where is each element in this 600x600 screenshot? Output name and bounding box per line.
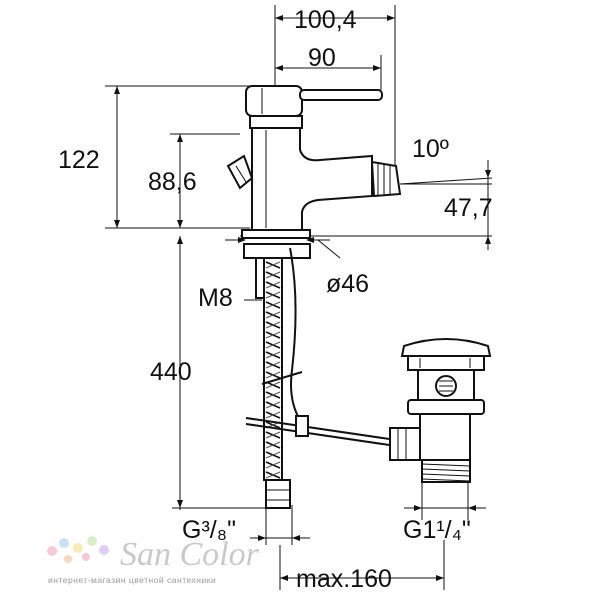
- flexible-hose: [263, 257, 291, 509]
- waste-side-port: [389, 427, 421, 461]
- watermark-dot: [64, 555, 72, 563]
- watermark-dot: [87, 536, 97, 546]
- base-flange: [241, 229, 311, 239]
- arrow-head: [177, 236, 183, 244]
- rod-clip: [261, 371, 303, 385]
- lever-arm: [299, 89, 383, 101]
- dim-spout-angle: 10º: [412, 135, 449, 163]
- arrow-head: [258, 535, 266, 541]
- watermark-tagline: интернет-магазин цветной сантехники: [48, 575, 216, 585]
- dim-waste-distance: max.160: [296, 565, 392, 593]
- linkage-rod-lower: [245, 423, 397, 447]
- waste-cap: [400, 338, 492, 357]
- waste-tail: [419, 413, 471, 461]
- watermark-dot: [59, 538, 69, 548]
- dim-spout-offset: 47,7: [444, 194, 493, 222]
- leader-line-diameter: [317, 239, 341, 259]
- dim-waste-connection: G1¹/₄": [403, 516, 471, 544]
- watermark-brand: San Color: [120, 536, 260, 573]
- arrow-head: [436, 575, 444, 581]
- arrow-head: [468, 505, 476, 511]
- arrow-head: [275, 65, 283, 71]
- fixing-plate: [243, 243, 311, 259]
- arrow-head: [485, 236, 491, 244]
- arrow-head: [306, 237, 314, 243]
- arrow-head: [414, 505, 422, 511]
- mixer-body: [226, 85, 402, 299]
- pop-up-waste: [389, 338, 492, 483]
- sancolor-watermark: San Color интернет-магазин цветной санте…: [47, 536, 260, 585]
- linkage-rod: [245, 417, 397, 441]
- lever-head: [245, 85, 303, 117]
- waste-flange: [407, 355, 485, 371]
- pop-up-knob: [226, 154, 254, 190]
- arrow-head: [238, 237, 246, 243]
- pop-up-rod: [289, 247, 301, 421]
- watermark-dot: [47, 546, 57, 556]
- lever-collar: [249, 115, 303, 129]
- watermark-dot: [82, 553, 90, 561]
- arrow-head: [114, 220, 120, 228]
- arrow-head: [177, 500, 183, 508]
- arrow-head: [485, 170, 491, 178]
- watermark-dot: [73, 543, 83, 553]
- arrow-head: [373, 65, 381, 71]
- angle-line: [399, 177, 493, 185]
- dim-overall-width: 100,4: [294, 6, 357, 34]
- waste-nut: [407, 399, 485, 415]
- dim-stud-thread: M8: [198, 284, 233, 312]
- arrow-head: [292, 535, 300, 541]
- arrow-head: [387, 15, 395, 21]
- dim-hose-length: 440: [150, 358, 192, 386]
- dim-hose-connection: G³/₈": [182, 516, 236, 544]
- arrow-head: [177, 220, 183, 228]
- arrow-head: [280, 575, 288, 581]
- arrow-head: [275, 15, 283, 21]
- mixer-main-body: [251, 127, 373, 231]
- watermark-dot: [99, 545, 109, 555]
- dim-total-height: 122: [58, 146, 100, 174]
- hose-nut: [265, 479, 291, 509]
- dim-lever-width: 90: [308, 44, 336, 72]
- arrow-head: [177, 134, 183, 142]
- arrow-head: [114, 86, 120, 94]
- rod-clamp: [295, 415, 309, 437]
- dim-base-diameter: ø46: [326, 270, 369, 298]
- spout-nozzle: [370, 160, 402, 198]
- dim-spout-height: 88,6: [148, 168, 197, 196]
